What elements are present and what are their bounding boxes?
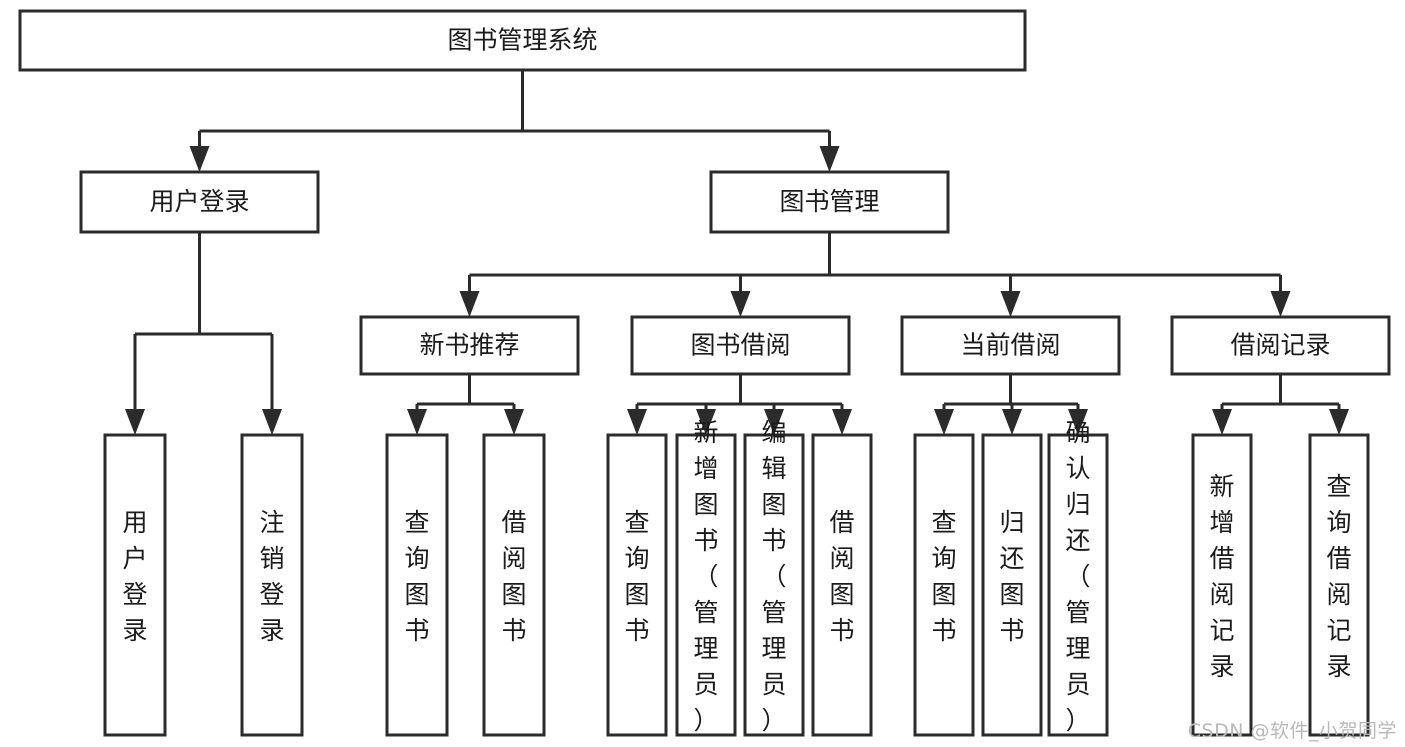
node-leaf-logout[interactable]: 注销登录 — [240, 433, 304, 737]
node-label: 用户登录 — [149, 187, 249, 216]
arrow-head-icon — [934, 409, 954, 435]
node-label: 图书借阅 — [690, 331, 790, 360]
arrow-head-icon — [125, 409, 145, 435]
node-label: 借阅图书 — [829, 508, 854, 645]
node-label: 查询图书 — [404, 508, 429, 645]
node-leaf-query-book-3[interactable]: 查询图书 — [913, 433, 975, 737]
arrow-head-icon — [819, 146, 840, 172]
node-label: 图书管理 — [779, 187, 879, 216]
arrow-head-icon — [407, 409, 427, 435]
node-label: 借阅记录 — [1230, 331, 1330, 360]
node-leaf-user-login[interactable]: 用户登录 — [103, 433, 167, 737]
node-leaf-query-book-2[interactable]: 查询图书 — [606, 433, 668, 737]
node-box[interactable] — [385, 433, 449, 737]
node-label: 确认归还（管理员） — [1065, 418, 1090, 735]
arrow-head-icon — [730, 291, 751, 317]
node-box[interactable] — [1047, 433, 1109, 737]
node-label: 编辑图书（管理员） — [761, 418, 786, 735]
arrow-head-icon — [764, 409, 784, 435]
arrow-head-icon — [459, 291, 480, 317]
arrow-head-icon — [1212, 409, 1232, 435]
connector-group-book-borrow — [627, 374, 852, 435]
node-box[interactable] — [900, 315, 1121, 376]
connector-group-borrow-record — [1212, 374, 1349, 435]
watermark-text: CSDN @软件_小贺同学 — [1187, 720, 1397, 742]
node-label: 查询借阅记录 — [1326, 472, 1351, 681]
node-leaf-return-book[interactable]: 归还图书 — [981, 433, 1043, 737]
node-label: 查询图书 — [624, 508, 649, 645]
node-leaf-query-borrow-record[interactable]: 查询借阅记录 — [1308, 433, 1370, 737]
connector-group-new-book-recommend — [407, 374, 524, 435]
node-box[interactable] — [240, 433, 304, 737]
arrow-head-icon — [1329, 409, 1349, 435]
node-label: 新增图书（管理员） — [693, 418, 718, 735]
node-leaf-add-borrow-record[interactable]: 新增借阅记录 — [1191, 433, 1253, 737]
node-box[interactable] — [359, 315, 580, 376]
node-leaf-confirm-return-admin[interactable]: 确认归还（管理员） — [1047, 418, 1109, 737]
connector-group-user-login — [125, 232, 282, 435]
node-box[interactable] — [1170, 315, 1391, 376]
node-label: 图书管理系统 — [447, 26, 597, 55]
arrow-head-icon — [1002, 409, 1022, 435]
connector-group-root — [189, 70, 840, 172]
connector-group-current-borrow — [934, 374, 1088, 435]
arrow-head-icon — [696, 409, 716, 435]
node-book-manage[interactable]: 图书管理 — [709, 170, 950, 234]
node-box[interactable] — [606, 433, 668, 737]
node-root[interactable]: 图书管理系统 — [18, 9, 1027, 72]
connector-layer — [125, 70, 1349, 435]
arrow-head-icon — [832, 409, 852, 435]
arrow-head-icon — [262, 409, 282, 435]
node-label: 当前借阅 — [960, 331, 1060, 360]
node-leaf-borrow-book-2[interactable]: 借阅图书 — [811, 433, 873, 737]
arrow-head-icon — [504, 409, 524, 435]
node-box[interactable] — [103, 433, 167, 737]
node-leaf-query-book-1[interactable]: 查询图书 — [385, 433, 449, 737]
arrow-head-icon — [1270, 291, 1291, 317]
node-box[interactable] — [981, 433, 1043, 737]
connector-group-book-manage — [459, 232, 1291, 317]
node-borrow-record[interactable]: 借阅记录 — [1170, 315, 1391, 376]
arrow-head-icon — [189, 146, 210, 172]
node-current-borrow[interactable]: 当前借阅 — [900, 315, 1121, 376]
node-label: 归还图书 — [999, 508, 1024, 645]
node-label: 借阅图书 — [501, 508, 526, 645]
node-new-book-recommend[interactable]: 新书推荐 — [359, 315, 580, 376]
arrow-head-icon — [1000, 291, 1021, 317]
node-box[interactable] — [709, 170, 950, 234]
node-box[interactable] — [811, 433, 873, 737]
node-user-login[interactable]: 用户登录 — [79, 170, 320, 234]
node-box[interactable] — [482, 433, 546, 737]
node-leaf-edit-book-admin[interactable]: 编辑图书（管理员） — [743, 418, 805, 737]
node-label: 注销登录 — [259, 508, 284, 645]
node-leaf-add-book-admin[interactable]: 新增图书（管理员） — [675, 418, 737, 737]
node-label: 新书推荐 — [419, 331, 519, 360]
node-box[interactable] — [675, 433, 737, 737]
arrow-head-icon — [1068, 409, 1088, 435]
node-box[interactable] — [1308, 433, 1370, 737]
node-box[interactable] — [79, 170, 320, 234]
node-box[interactable] — [743, 433, 805, 737]
node-box[interactable] — [18, 9, 1027, 72]
node-box[interactable] — [630, 315, 851, 376]
arrow-head-icon — [627, 409, 647, 435]
node-label: 新增借阅记录 — [1209, 472, 1234, 681]
node-label: 用户登录 — [122, 508, 147, 645]
node-box[interactable] — [913, 433, 975, 737]
node-leaf-borrow-book-1[interactable]: 借阅图书 — [482, 433, 546, 737]
node-label: 查询图书 — [931, 508, 956, 645]
node-layer: 图书管理系统用户登录图书管理新书推荐图书借阅当前借阅借阅记录用户登录注销登录查询… — [18, 9, 1391, 737]
node-box[interactable] — [1191, 433, 1253, 737]
node-book-borrow[interactable]: 图书借阅 — [630, 315, 851, 376]
